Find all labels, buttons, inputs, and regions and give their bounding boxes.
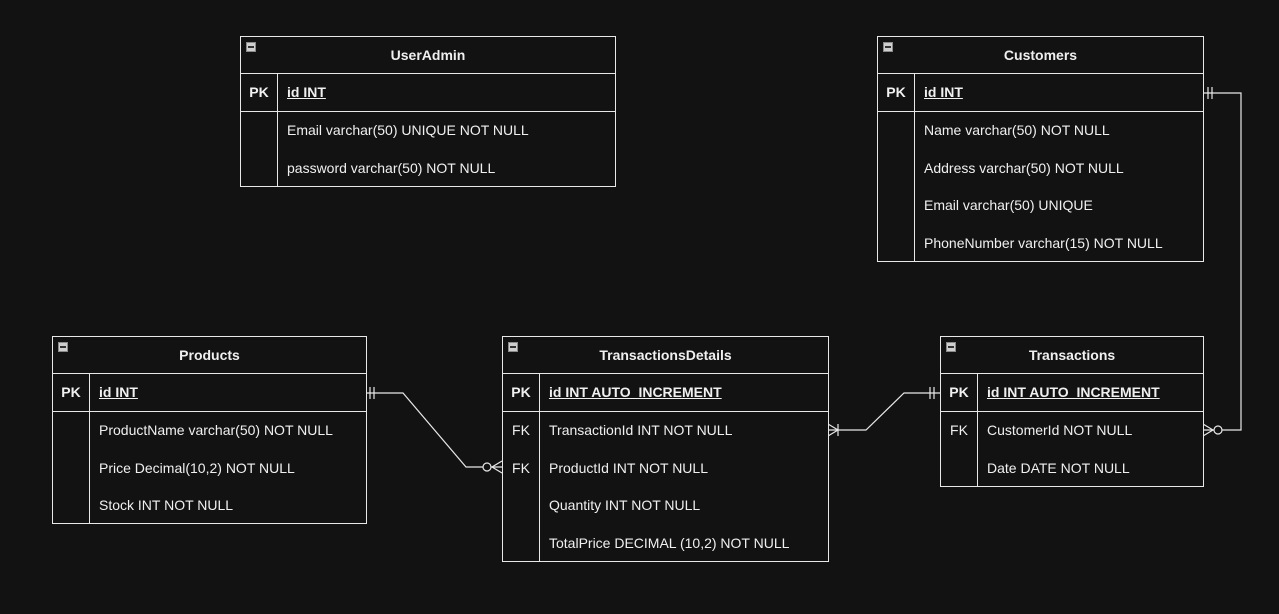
field-label: ProductId INT NOT NULL bbox=[549, 459, 708, 476]
field-label: id INT AUTO_INCREMENT bbox=[549, 384, 722, 401]
key-label bbox=[53, 449, 90, 487]
attribute-row[interactable]: TotalPrice DECIMAL (10,2) NOT NULL bbox=[503, 524, 828, 562]
key-label: FK bbox=[941, 411, 978, 449]
collapse-icon[interactable] bbox=[58, 342, 68, 352]
field-label: Address varchar(50) NOT NULL bbox=[924, 159, 1124, 176]
attribute-row[interactable]: Email varchar(50) UNIQUE NOT NULL bbox=[241, 111, 615, 149]
pk-row[interactable]: PK id INT AUTO_INCREMENT bbox=[941, 374, 1203, 412]
collapse-icon[interactable] bbox=[946, 342, 956, 352]
key-label: PK bbox=[241, 74, 278, 111]
field-label: id INT AUTO_INCREMENT bbox=[987, 384, 1160, 401]
field-label: PhoneNumber varchar(15) NOT NULL bbox=[924, 234, 1163, 251]
field-label: Quantity INT NOT NULL bbox=[549, 497, 701, 514]
entity-title: Products bbox=[53, 337, 366, 374]
entity-transactions[interactable]: Transactions PK id INT AUTO_INCREMENT FK… bbox=[940, 336, 1204, 487]
entity-products[interactable]: Products PK id INT ProductName varchar(5… bbox=[52, 336, 367, 524]
entity-useradmin[interactable]: UserAdmin PK id INT Email varchar(50) UN… bbox=[240, 36, 616, 187]
key-label bbox=[241, 111, 278, 149]
attribute-row[interactable]: Price Decimal(10,2) NOT NULL bbox=[53, 449, 366, 487]
field-label: Price Decimal(10,2) NOT NULL bbox=[99, 459, 295, 476]
key-label: PK bbox=[941, 374, 978, 411]
field-label: Email varchar(50) UNIQUE NOT NULL bbox=[287, 122, 529, 139]
rel-products-transactionsdetails bbox=[366, 392, 502, 468]
attribute-row[interactable]: Address varchar(50) NOT NULL bbox=[878, 149, 1203, 187]
entity-title: TransactionsDetails bbox=[503, 337, 828, 374]
key-label: PK bbox=[53, 374, 90, 411]
field-label: ProductName varchar(50) NOT NULL bbox=[99, 422, 333, 439]
pk-row[interactable]: PK id INT bbox=[878, 74, 1203, 112]
attribute-row[interactable]: FK CustomerId NOT NULL bbox=[941, 411, 1203, 449]
field-label: Name varchar(50) NOT NULL bbox=[924, 122, 1110, 139]
key-label bbox=[503, 486, 540, 524]
field-label: id INT bbox=[99, 384, 138, 401]
collapse-icon[interactable] bbox=[508, 342, 518, 352]
field-label: TransactionId INT NOT NULL bbox=[549, 422, 733, 439]
entity-title: Transactions bbox=[941, 337, 1203, 374]
entity-title: Customers bbox=[878, 37, 1203, 74]
entity-customers[interactable]: Customers PK id INT Name varchar(50) NOT… bbox=[877, 36, 1204, 262]
key-label: PK bbox=[878, 74, 915, 111]
field-label: password varchar(50) NOT NULL bbox=[287, 159, 496, 176]
attribute-row[interactable]: Name varchar(50) NOT NULL bbox=[878, 111, 1203, 149]
key-label bbox=[878, 186, 915, 224]
key-label bbox=[53, 486, 90, 524]
key-label bbox=[878, 111, 915, 149]
entity-title: UserAdmin bbox=[241, 37, 615, 74]
entity-title-label: TransactionsDetails bbox=[599, 347, 732, 363]
key-label bbox=[503, 524, 540, 562]
field-label: id INT bbox=[924, 84, 963, 101]
rel-transactionsdetails-transactions bbox=[828, 392, 940, 431]
key-label bbox=[878, 224, 915, 262]
attribute-row[interactable]: PhoneNumber varchar(15) NOT NULL bbox=[878, 224, 1203, 262]
attribute-row[interactable]: FK TransactionId INT NOT NULL bbox=[503, 411, 828, 449]
key-label: FK bbox=[503, 411, 540, 449]
field-label: Email varchar(50) UNIQUE bbox=[924, 197, 1093, 214]
key-label bbox=[53, 411, 90, 449]
field-label: Date DATE NOT NULL bbox=[987, 459, 1130, 476]
pk-row[interactable]: PK id INT bbox=[241, 74, 615, 112]
field-label: id INT bbox=[287, 84, 326, 101]
field-label: Stock INT NOT NULL bbox=[99, 497, 234, 514]
field-label: TotalPrice DECIMAL (10,2) NOT NULL bbox=[549, 534, 790, 551]
pk-row[interactable]: PK id INT AUTO_INCREMENT bbox=[503, 374, 828, 412]
field-label: CustomerId NOT NULL bbox=[987, 422, 1133, 439]
attribute-row[interactable]: Quantity INT NOT NULL bbox=[503, 486, 828, 524]
attribute-row[interactable]: FK ProductId INT NOT NULL bbox=[503, 449, 828, 487]
attribute-row[interactable]: Stock INT NOT NULL bbox=[53, 486, 366, 524]
entity-title-label: Products bbox=[179, 347, 240, 363]
attribute-row[interactable]: Email varchar(50) UNIQUE bbox=[878, 186, 1203, 224]
attribute-row[interactable]: ProductName varchar(50) NOT NULL bbox=[53, 411, 366, 449]
attribute-row[interactable]: password varchar(50) NOT NULL bbox=[241, 149, 615, 187]
key-label: PK bbox=[503, 374, 540, 411]
entity-title-label: Transactions bbox=[1028, 347, 1116, 363]
entity-title-label: Customers bbox=[1003, 47, 1078, 63]
key-label bbox=[878, 149, 915, 187]
pk-row[interactable]: PK id INT bbox=[53, 374, 366, 412]
attribute-row[interactable]: Date DATE NOT NULL bbox=[941, 449, 1203, 487]
collapse-icon[interactable] bbox=[246, 42, 256, 52]
rel-customers-transactions bbox=[1203, 92, 1242, 431]
key-label: FK bbox=[503, 449, 540, 487]
collapse-icon[interactable] bbox=[883, 42, 893, 52]
entity-transactionsdetails[interactable]: TransactionsDetails PK id INT AUTO_INCRE… bbox=[502, 336, 829, 562]
key-label bbox=[941, 449, 978, 487]
entity-title-label: UserAdmin bbox=[390, 47, 466, 63]
key-label bbox=[241, 149, 278, 187]
